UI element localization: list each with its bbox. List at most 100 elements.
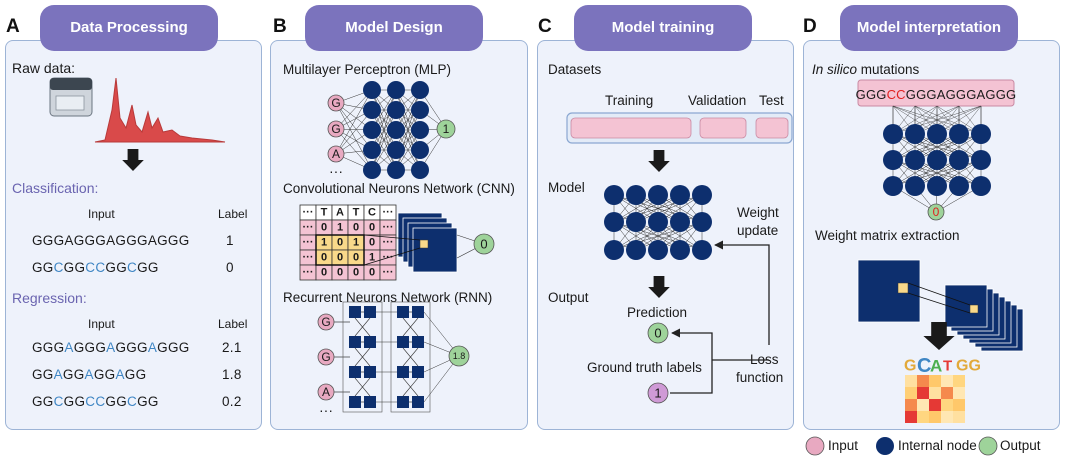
model-edge [635, 194, 703, 223]
heatmap-cell [929, 375, 941, 387]
interp-internal-node [883, 176, 903, 196]
class-row-1-seq: GGGAGGGAGGGAGGG [32, 233, 190, 248]
rnn-internal-node [397, 306, 409, 318]
sequence-segment: C [127, 260, 138, 275]
model-internal-node [692, 185, 712, 205]
interp-edge [892, 105, 960, 135]
heatmap-cell [953, 387, 965, 399]
heatmap-cell [905, 375, 917, 387]
panel-b-letter: B [273, 16, 287, 37]
rnn-input-node [317, 348, 335, 366]
sequence-segment: GG [105, 394, 127, 409]
model-internal-node [626, 185, 646, 205]
sequence-segment: GG [63, 260, 86, 275]
weight-update-line-1: Weight [737, 205, 779, 220]
heatmap-cell [917, 375, 929, 387]
interp-edge [892, 159, 960, 187]
model-edge [613, 221, 681, 251]
cnn-output-node [473, 233, 495, 255]
sequence-segment: GGG [73, 340, 107, 355]
mlp-internal-node [363, 121, 381, 139]
cnn-cell-text: 1 [369, 252, 375, 264]
logo-letter: A [930, 357, 942, 376]
cnn-heading: Convolutional Neurons Network (CNN) [283, 181, 515, 196]
rnn-edge [354, 377, 371, 397]
sequence-segment: C [53, 260, 64, 275]
model-internal-node [692, 240, 712, 260]
interp-internal-node [971, 124, 991, 144]
mutated-sequence-text: GGGCCGGGAGGGAGGG [856, 87, 1017, 102]
rnn-ellipsis: ··· [319, 402, 333, 418]
model-internal-node [692, 212, 712, 232]
mlp-output-node [436, 119, 456, 139]
panel-model-training [537, 40, 794, 430]
mlp-internal-node [387, 141, 405, 159]
down-arrow-a [122, 149, 144, 171]
model-internal-node [626, 212, 646, 232]
sequence-segment: A [106, 340, 116, 355]
mlp-internal-node [363, 141, 381, 159]
heatmap-cell [929, 411, 941, 423]
panel-c-title: Model training [574, 5, 752, 51]
cnn-cell-text: ··· [303, 222, 314, 234]
mlp-ellipsis: ··· [329, 163, 343, 179]
sequence-segment: GG [32, 260, 54, 275]
sequence-segment: GGG [32, 340, 65, 355]
cnn-header-text: ··· [303, 207, 314, 219]
model-internal-node [604, 185, 624, 205]
cnn-cell-text: ··· [383, 237, 394, 249]
panel-d-title: Model interpretation [840, 5, 1018, 51]
sequence-segment: CC [85, 260, 106, 275]
mlp-internal-node [363, 161, 381, 179]
mlp-input-node [327, 120, 345, 138]
weight-pixel-small [969, 304, 979, 314]
mlp-internal-node [387, 81, 405, 99]
regression-heading: Regression: [12, 290, 87, 306]
loss-flow-arrow [670, 328, 713, 394]
sequence-segment: GGGAGGGAGGGAGGG [32, 233, 190, 248]
logo-letter: C [917, 355, 931, 377]
datasets-label: Datasets [548, 62, 602, 77]
reg-row-1-label: 2.1 [222, 340, 242, 355]
cnn-cell-text: 0 [321, 222, 327, 234]
logo-letter: T [943, 358, 952, 375]
mlp-edge [335, 109, 373, 155]
sequence-segment: GG [62, 367, 85, 382]
heatmap-cell [953, 375, 965, 387]
training-split [570, 117, 692, 139]
heatmap-cell [941, 375, 953, 387]
in-silico-heading: In silico mutations [812, 62, 919, 77]
cnn-feature-map [412, 227, 458, 273]
mutations-text: mutations [857, 62, 920, 77]
model-internal-node [648, 240, 668, 260]
rnn-edge [354, 347, 371, 367]
mlp-internal-node [411, 101, 429, 119]
cnn-cell-text: 0 [321, 252, 327, 264]
reg-row-2-seq: GGAGGAGGAGG [32, 367, 146, 382]
sequence-segment: GGG [115, 340, 148, 355]
interp-internal-node [927, 124, 947, 144]
rnn-input-letter: G [321, 315, 330, 329]
mlp-internal-node [387, 101, 405, 119]
cnn-cell-text: 0 [353, 252, 359, 264]
cnn-cell-text: 0 [353, 267, 359, 279]
cnn-header-text: T [321, 207, 328, 219]
legend-output-label: Output [1000, 438, 1041, 453]
cnn-cell-text: ··· [303, 252, 314, 264]
heatmap-cell [941, 399, 953, 411]
sequence-segment: GG [124, 367, 147, 382]
rnn-internal-node [397, 396, 409, 408]
legend-internal-label: Internal node [898, 438, 977, 453]
mlp-internal-node [387, 161, 405, 179]
cnn-cell-text: ··· [303, 237, 314, 249]
output-label: Output [548, 290, 589, 305]
down-arrow-c2 [648, 276, 670, 298]
mlp-input-node [327, 145, 345, 163]
interp-edge [914, 133, 982, 161]
mutated-sequence-box [857, 79, 1015, 107]
interp-output-node [927, 203, 945, 221]
model-internal-node [626, 240, 646, 260]
model-internal-node [670, 185, 690, 205]
training-label: Training [605, 93, 654, 108]
